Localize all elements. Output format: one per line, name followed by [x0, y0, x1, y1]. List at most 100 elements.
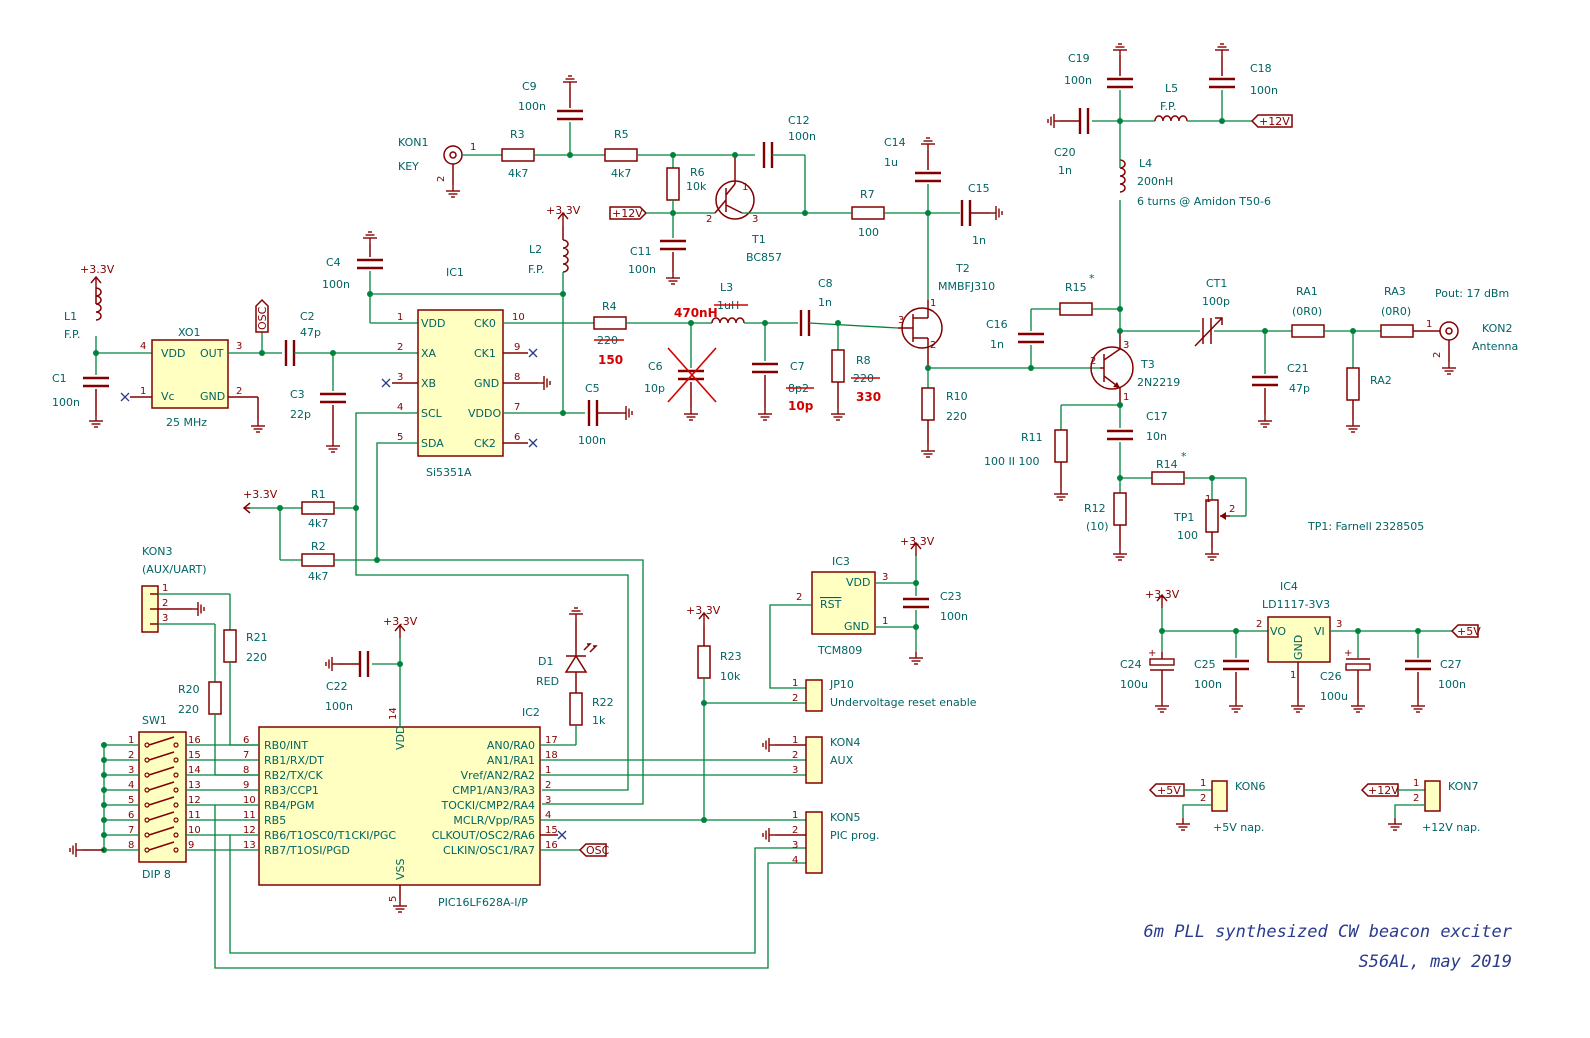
kon6-val: +5V nap.	[1213, 821, 1264, 834]
v33-label-l2: +3.3V	[546, 204, 581, 217]
c6-val: 10p	[644, 382, 665, 395]
v33-label-r1: +3.3V	[243, 488, 278, 501]
svg-text:3: 3	[162, 613, 168, 624]
svg-text:4: 4	[792, 855, 798, 866]
c25-ref: C25	[1194, 658, 1216, 671]
c20-val: 1n	[1058, 164, 1072, 177]
ic1-pin-num: 6	[514, 432, 520, 443]
l3-ref: L3	[720, 281, 733, 294]
c17-ref: C17	[1146, 410, 1168, 423]
sw1-pin-num: 2	[128, 750, 134, 761]
ic2-pin-name: RB5	[264, 814, 286, 827]
kon7-body	[1424, 780, 1441, 812]
svg-text:1: 1	[792, 810, 798, 821]
v5-label-ic4: +5V	[1457, 625, 1481, 638]
ic2-pin-name: RB6/T1OSC0/T1CKI/PGC	[264, 829, 396, 842]
c2-ref: C2	[300, 310, 315, 323]
ic2-pin-name: RB4/PGM	[264, 799, 315, 812]
svg-text:1: 1	[930, 298, 936, 309]
c1-ref: C1	[52, 372, 67, 385]
svg-text:2: 2	[1229, 504, 1235, 515]
ic2-pin-num: 13	[243, 840, 256, 851]
svg-text:2: 2	[1256, 619, 1262, 630]
svg-text:2: 2	[792, 750, 798, 761]
c2-val: 47p	[300, 326, 321, 339]
osc-label-top: OSC	[256, 306, 269, 330]
ic1-val: Si5351A	[426, 466, 472, 479]
kon5-ref: KON5	[830, 811, 861, 824]
c18-ref: C18	[1250, 62, 1272, 75]
ic2-pin-name: Vref/AN2/RA2	[461, 769, 535, 782]
ic2-pin-num: 15	[545, 825, 558, 836]
pout-note: Pout: 17 dBm	[1435, 287, 1509, 300]
xo1-pin-out: OUT	[200, 347, 224, 360]
ic2-pin-num: 9	[243, 780, 249, 791]
osc-label-ic2: OSC	[586, 844, 610, 857]
xo1-pin-vc: Vc	[161, 390, 175, 403]
power-section: +3.3V + C24 100u C25 100n IC4 LD1117-3V3…	[1120, 580, 1481, 834]
r14-ref: R14	[1156, 458, 1178, 471]
tp1-ref: TP1	[1173, 511, 1194, 524]
jp10-ref: JP10	[829, 678, 854, 691]
ic2-pin-vss: VSS	[394, 858, 407, 880]
r4-new: 150	[598, 353, 623, 367]
r11-ref: R11	[1021, 431, 1043, 444]
c21-val: 47p	[1289, 382, 1310, 395]
xo1-pin-gnd: GND	[200, 390, 225, 403]
d1-ref: D1	[538, 655, 553, 668]
osc-flag-ic2	[578, 843, 607, 857]
ic3-pin-rst: RST	[820, 598, 842, 611]
sw1-pin-num: 8	[128, 840, 134, 851]
c4-ref: C4	[326, 256, 341, 269]
ic1-pin-num: 8	[514, 372, 520, 383]
kon3-ref: KON3	[142, 545, 173, 558]
sw1-pin-num: 12	[188, 795, 201, 806]
svg-text:1: 1	[742, 182, 748, 193]
ic1-pin-vddo: VDDO	[468, 407, 501, 420]
svg-text:2: 2	[796, 592, 802, 603]
r10-val: 220	[946, 410, 967, 423]
kon4-body	[805, 736, 823, 784]
r8-ref: R8	[856, 354, 871, 367]
r23-val: 10k	[720, 670, 741, 683]
ic1-pin-ck0: CK0	[474, 317, 496, 330]
ic4-ref: IC4	[1280, 580, 1298, 593]
r3-ref: R3	[510, 128, 525, 141]
sw1-pin-num: 4	[128, 780, 134, 791]
v12-flag-t1	[609, 206, 648, 220]
r15-val: *	[1089, 272, 1095, 285]
c27-ref: C27	[1440, 658, 1462, 671]
ic1-pin-num: 3	[397, 372, 403, 383]
r14-val: *	[1181, 450, 1187, 463]
ic1-pin-num: 10	[512, 312, 525, 323]
ic3-box	[811, 571, 876, 635]
ic2-pin-num: 4	[545, 810, 551, 821]
kon6-body	[1211, 780, 1228, 812]
r7-ref: R7	[860, 188, 875, 201]
d1-val: RED	[536, 675, 559, 688]
t3-ref: T3	[1140, 358, 1155, 371]
ic2-pin-name: CLKOUT/OSC2/RA6	[432, 829, 535, 842]
t1-val: BC857	[746, 251, 782, 264]
t3-val: 2N2219	[1137, 376, 1180, 389]
svg-text:+: +	[1344, 648, 1352, 659]
v12-label-kon7: +12V	[1368, 784, 1399, 797]
c15-ref: C15	[968, 182, 990, 195]
svg-text:2: 2	[162, 598, 168, 609]
r20-ref: R20	[178, 683, 200, 696]
ic2-val: PIC16LF628A-I/P	[438, 896, 528, 909]
ic2-pin-name: RB1/RX/DT	[264, 754, 324, 767]
ic2-pin-num: 17	[545, 735, 558, 746]
ic2-pin-num: 8	[243, 765, 249, 776]
l5-val: F.P.	[1160, 100, 1176, 113]
v33-label-ic4: +3.3V	[1145, 588, 1180, 601]
sw1-pin-num: 1	[128, 735, 134, 746]
ic2-pin-vdd: VDD	[394, 726, 407, 750]
ra2-ref: RA2	[1370, 374, 1392, 387]
sw1-body	[138, 731, 187, 863]
svg-text:1: 1	[1123, 392, 1129, 403]
kon2-val: Antenna	[1472, 340, 1518, 353]
ic4-box	[1267, 616, 1331, 663]
ic3-val: TCM809	[817, 644, 862, 657]
